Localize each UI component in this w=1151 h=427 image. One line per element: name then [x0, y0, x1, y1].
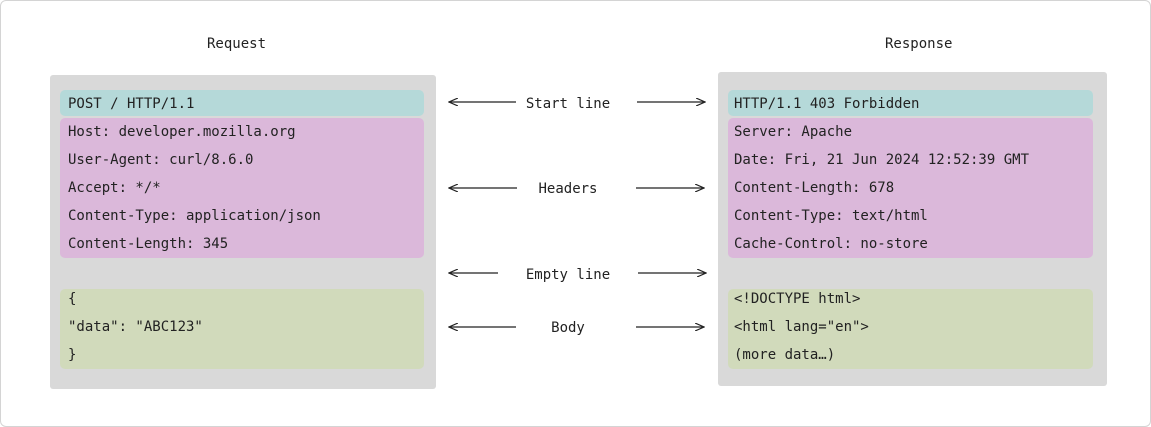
request-body-line: { [68, 291, 77, 307]
response-header-line: Content-Length: 678 [734, 180, 895, 196]
request-body-line: "data": "ABC123" [68, 319, 203, 335]
response-start-line-block [728, 90, 1093, 116]
request-header-line: Host: developer.mozilla.org [68, 124, 296, 140]
body-label: Body [551, 320, 585, 336]
response-title: Response [885, 36, 953, 52]
response-body-line: <!DOCTYPE html> [734, 291, 861, 307]
response-header-line: Content-Type: text/html [734, 208, 928, 224]
response-header-line: Date: Fri, 21 Jun 2024 12:52:39 GMT [734, 152, 1030, 168]
response-body-line: <html lang="en"> [734, 319, 869, 335]
request-header-line: Accept: */* [68, 180, 161, 196]
request-headers-block [60, 118, 424, 258]
response-header-line: Cache-Control: no-store [734, 236, 928, 252]
start-line-label: Start line [525, 96, 611, 112]
request-title: Request [207, 36, 267, 52]
response-body-line: (more data…) [734, 347, 836, 363]
headers-label: Headers [538, 181, 598, 197]
request-start-line: POST / HTTP/1.1 [68, 96, 195, 112]
response-body-block [728, 289, 1093, 369]
request-header-line: Content-Length: 345 [68, 236, 229, 252]
request-header-line: Content-Type: application/json [68, 208, 321, 224]
response-headers-block [728, 118, 1093, 258]
response-start-line: HTTP/1.1 403 Forbidden [734, 96, 920, 112]
request-body-line: } [68, 347, 77, 363]
request-start-line-block [60, 90, 424, 116]
request-body-block [60, 289, 424, 369]
empty-line-label: Empty line [525, 267, 611, 283]
request-header-line: User-Agent: curl/8.6.0 [68, 152, 254, 168]
response-header-line: Server: Apache [734, 124, 853, 140]
